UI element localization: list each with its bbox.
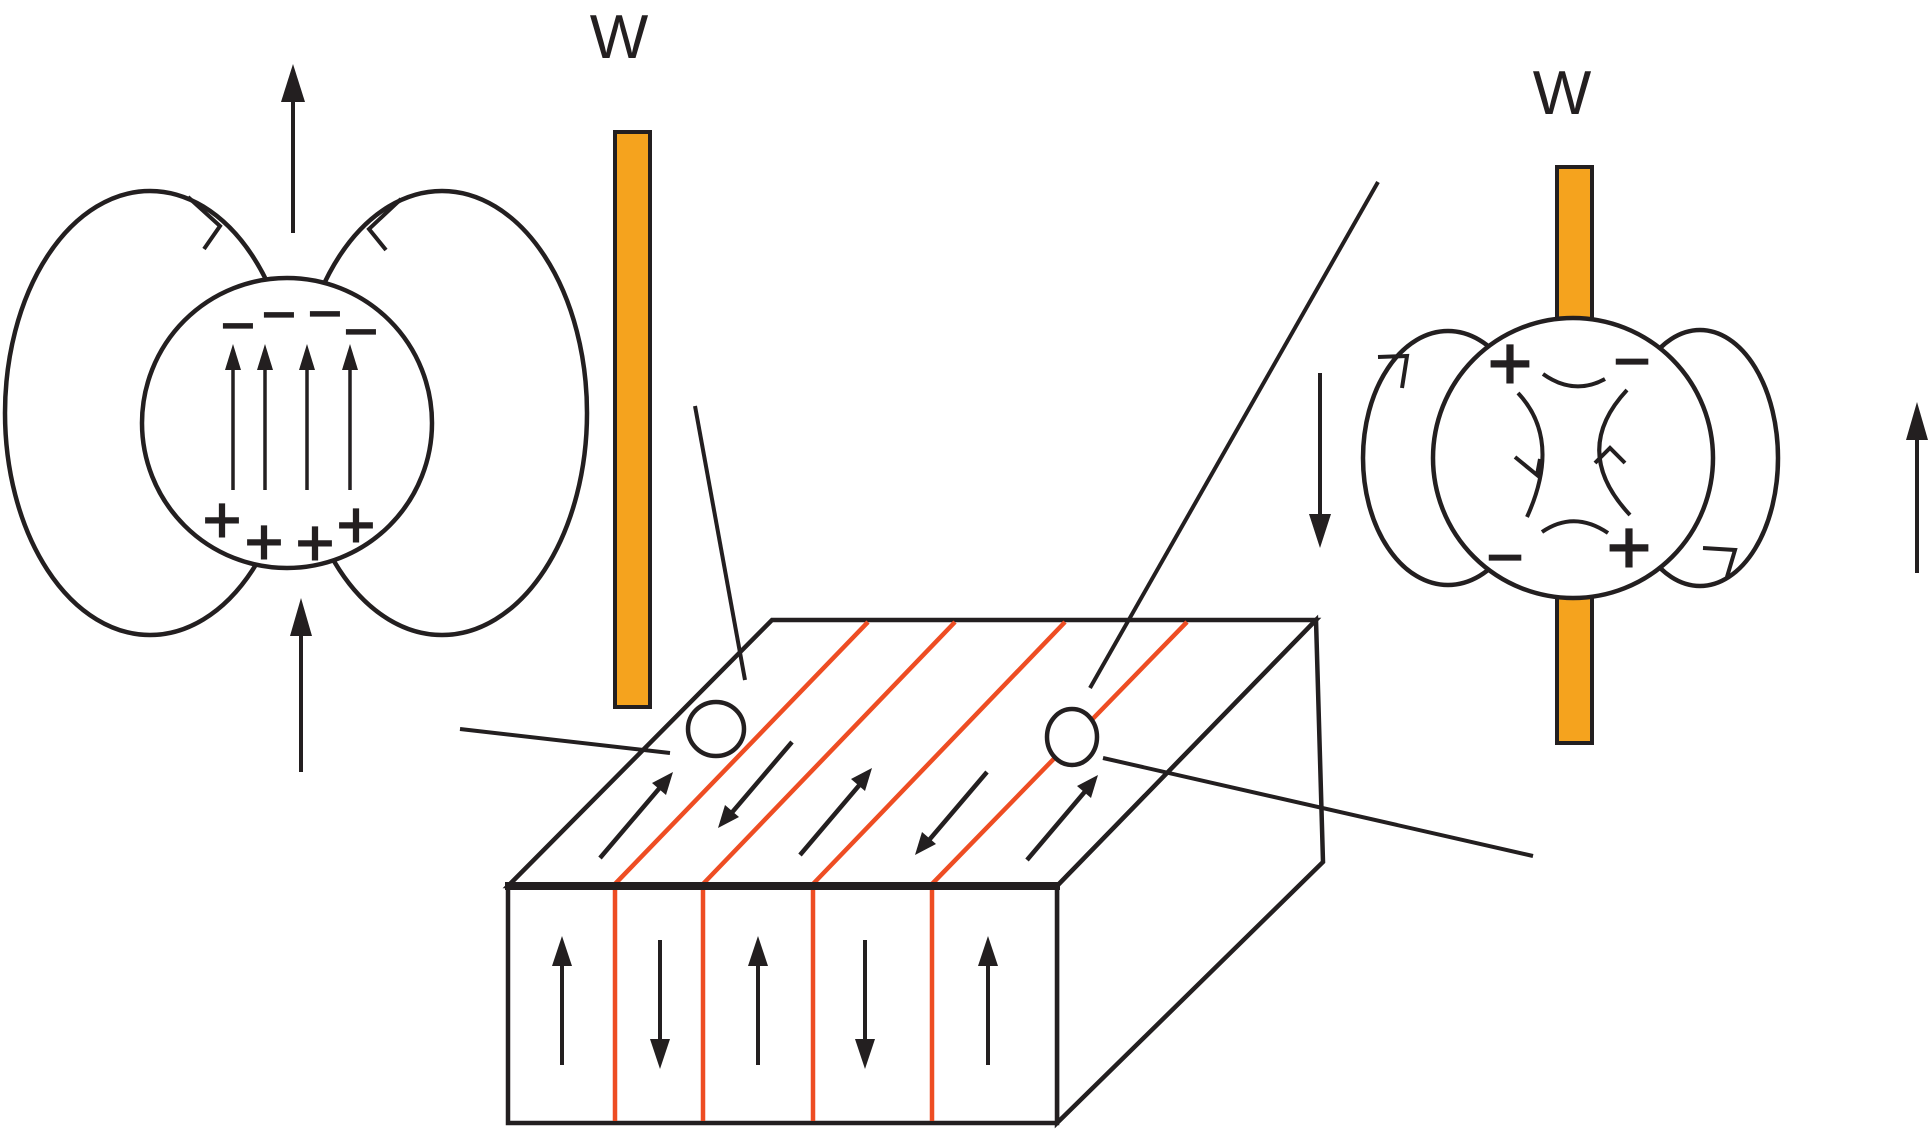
field-direction-arrow-icon xyxy=(186,195,223,251)
field-arrow-down xyxy=(1309,373,1331,548)
minus-charge: − xyxy=(1483,527,1527,587)
domain-wall-line xyxy=(811,620,1067,886)
plus-charge: + xyxy=(333,493,378,556)
field-direction-arrow-icon xyxy=(1593,445,1627,465)
plus-charge: + xyxy=(199,488,244,551)
magnetization-arrow-inward-icon xyxy=(718,740,794,828)
front-face-magnetization-arrows xyxy=(552,936,998,1069)
callout-line-left xyxy=(459,727,671,755)
negative-surface-charges: − − − − xyxy=(218,285,381,359)
magnetization-arrow-outward-icon xyxy=(1025,775,1098,862)
magnetization-arrow-up-icon xyxy=(257,344,273,490)
minus-charge: − xyxy=(341,303,381,359)
crystal-slab xyxy=(502,614,1326,1129)
flux-curve-bottom xyxy=(1540,519,1610,535)
magnetization-arrow-down-icon xyxy=(650,940,670,1069)
flux-curve-left xyxy=(1516,391,1545,518)
internal-flux-curves xyxy=(1513,372,1632,535)
positive-surface-charges: + + + + xyxy=(199,488,378,574)
magnetization-arrow-outward-icon xyxy=(598,772,673,860)
magnetization-arrow-down-icon xyxy=(855,940,875,1069)
field-direction-arrow-icon xyxy=(1513,455,1542,479)
callout-line-right-detail xyxy=(1088,181,1380,689)
slab-front-face xyxy=(505,883,1060,1126)
callout-line-upper xyxy=(693,405,747,681)
wall-cross-section-circle xyxy=(1430,315,1716,601)
left-wall-detail: − − − − + + + + xyxy=(2,64,590,772)
magnetization-arrow-up-icon xyxy=(342,344,358,490)
right-wall-detail: W + − − + xyxy=(1360,59,1781,745)
magnetization-arrow-up-icon xyxy=(748,936,768,1065)
external-field-arrow-up-bottom xyxy=(290,598,312,772)
field-direction-arrow-icon xyxy=(366,197,403,252)
magnetization-arrow-up-icon xyxy=(978,936,998,1065)
external-field-arrow-up-top xyxy=(281,64,305,233)
plus-charge: + xyxy=(1603,510,1655,583)
callout-line-lower-right xyxy=(1102,756,1534,858)
plus-charge: + xyxy=(1484,326,1536,399)
minus-charge: − xyxy=(218,297,258,353)
minus-charge: − xyxy=(305,285,345,341)
callout-lines xyxy=(459,181,1534,858)
minus-charge: − xyxy=(1610,331,1654,391)
flux-curve-right xyxy=(1597,388,1632,517)
left-wall-label: W xyxy=(590,3,649,72)
wall-marker-circle xyxy=(685,699,747,759)
magnetization-arrow-up-icon xyxy=(552,936,572,1065)
magnetization-arrow-outward-icon xyxy=(798,768,872,857)
domain-wall-line xyxy=(613,620,870,886)
magnetization-arrow-up-icon xyxy=(225,344,241,490)
plus-charge: + xyxy=(292,511,337,574)
wall-marker-circle xyxy=(1044,706,1100,768)
field-direction-arrow-icon xyxy=(1702,546,1738,578)
top-face-magnetization-arrows xyxy=(598,740,1098,862)
left-wall-bar-group: W xyxy=(590,3,652,709)
domain-wall-line xyxy=(701,620,957,886)
plus-charge: + xyxy=(241,510,286,573)
wall-magnetization-arrows xyxy=(225,344,358,490)
field-arrow-up-far-right xyxy=(1906,402,1928,573)
wall-cross-section-circle xyxy=(139,275,435,571)
right-wall-label: W xyxy=(1533,59,1592,128)
domain-wall-lines-front xyxy=(612,884,935,1121)
left-wall-bar xyxy=(613,130,652,709)
flux-curve-top xyxy=(1541,372,1606,389)
field-direction-arrow-icon xyxy=(1377,353,1410,389)
magnetization-arrow-inward-icon xyxy=(915,770,989,855)
magnetization-arrow-up-icon xyxy=(299,344,315,490)
minus-charge: − xyxy=(259,286,299,342)
